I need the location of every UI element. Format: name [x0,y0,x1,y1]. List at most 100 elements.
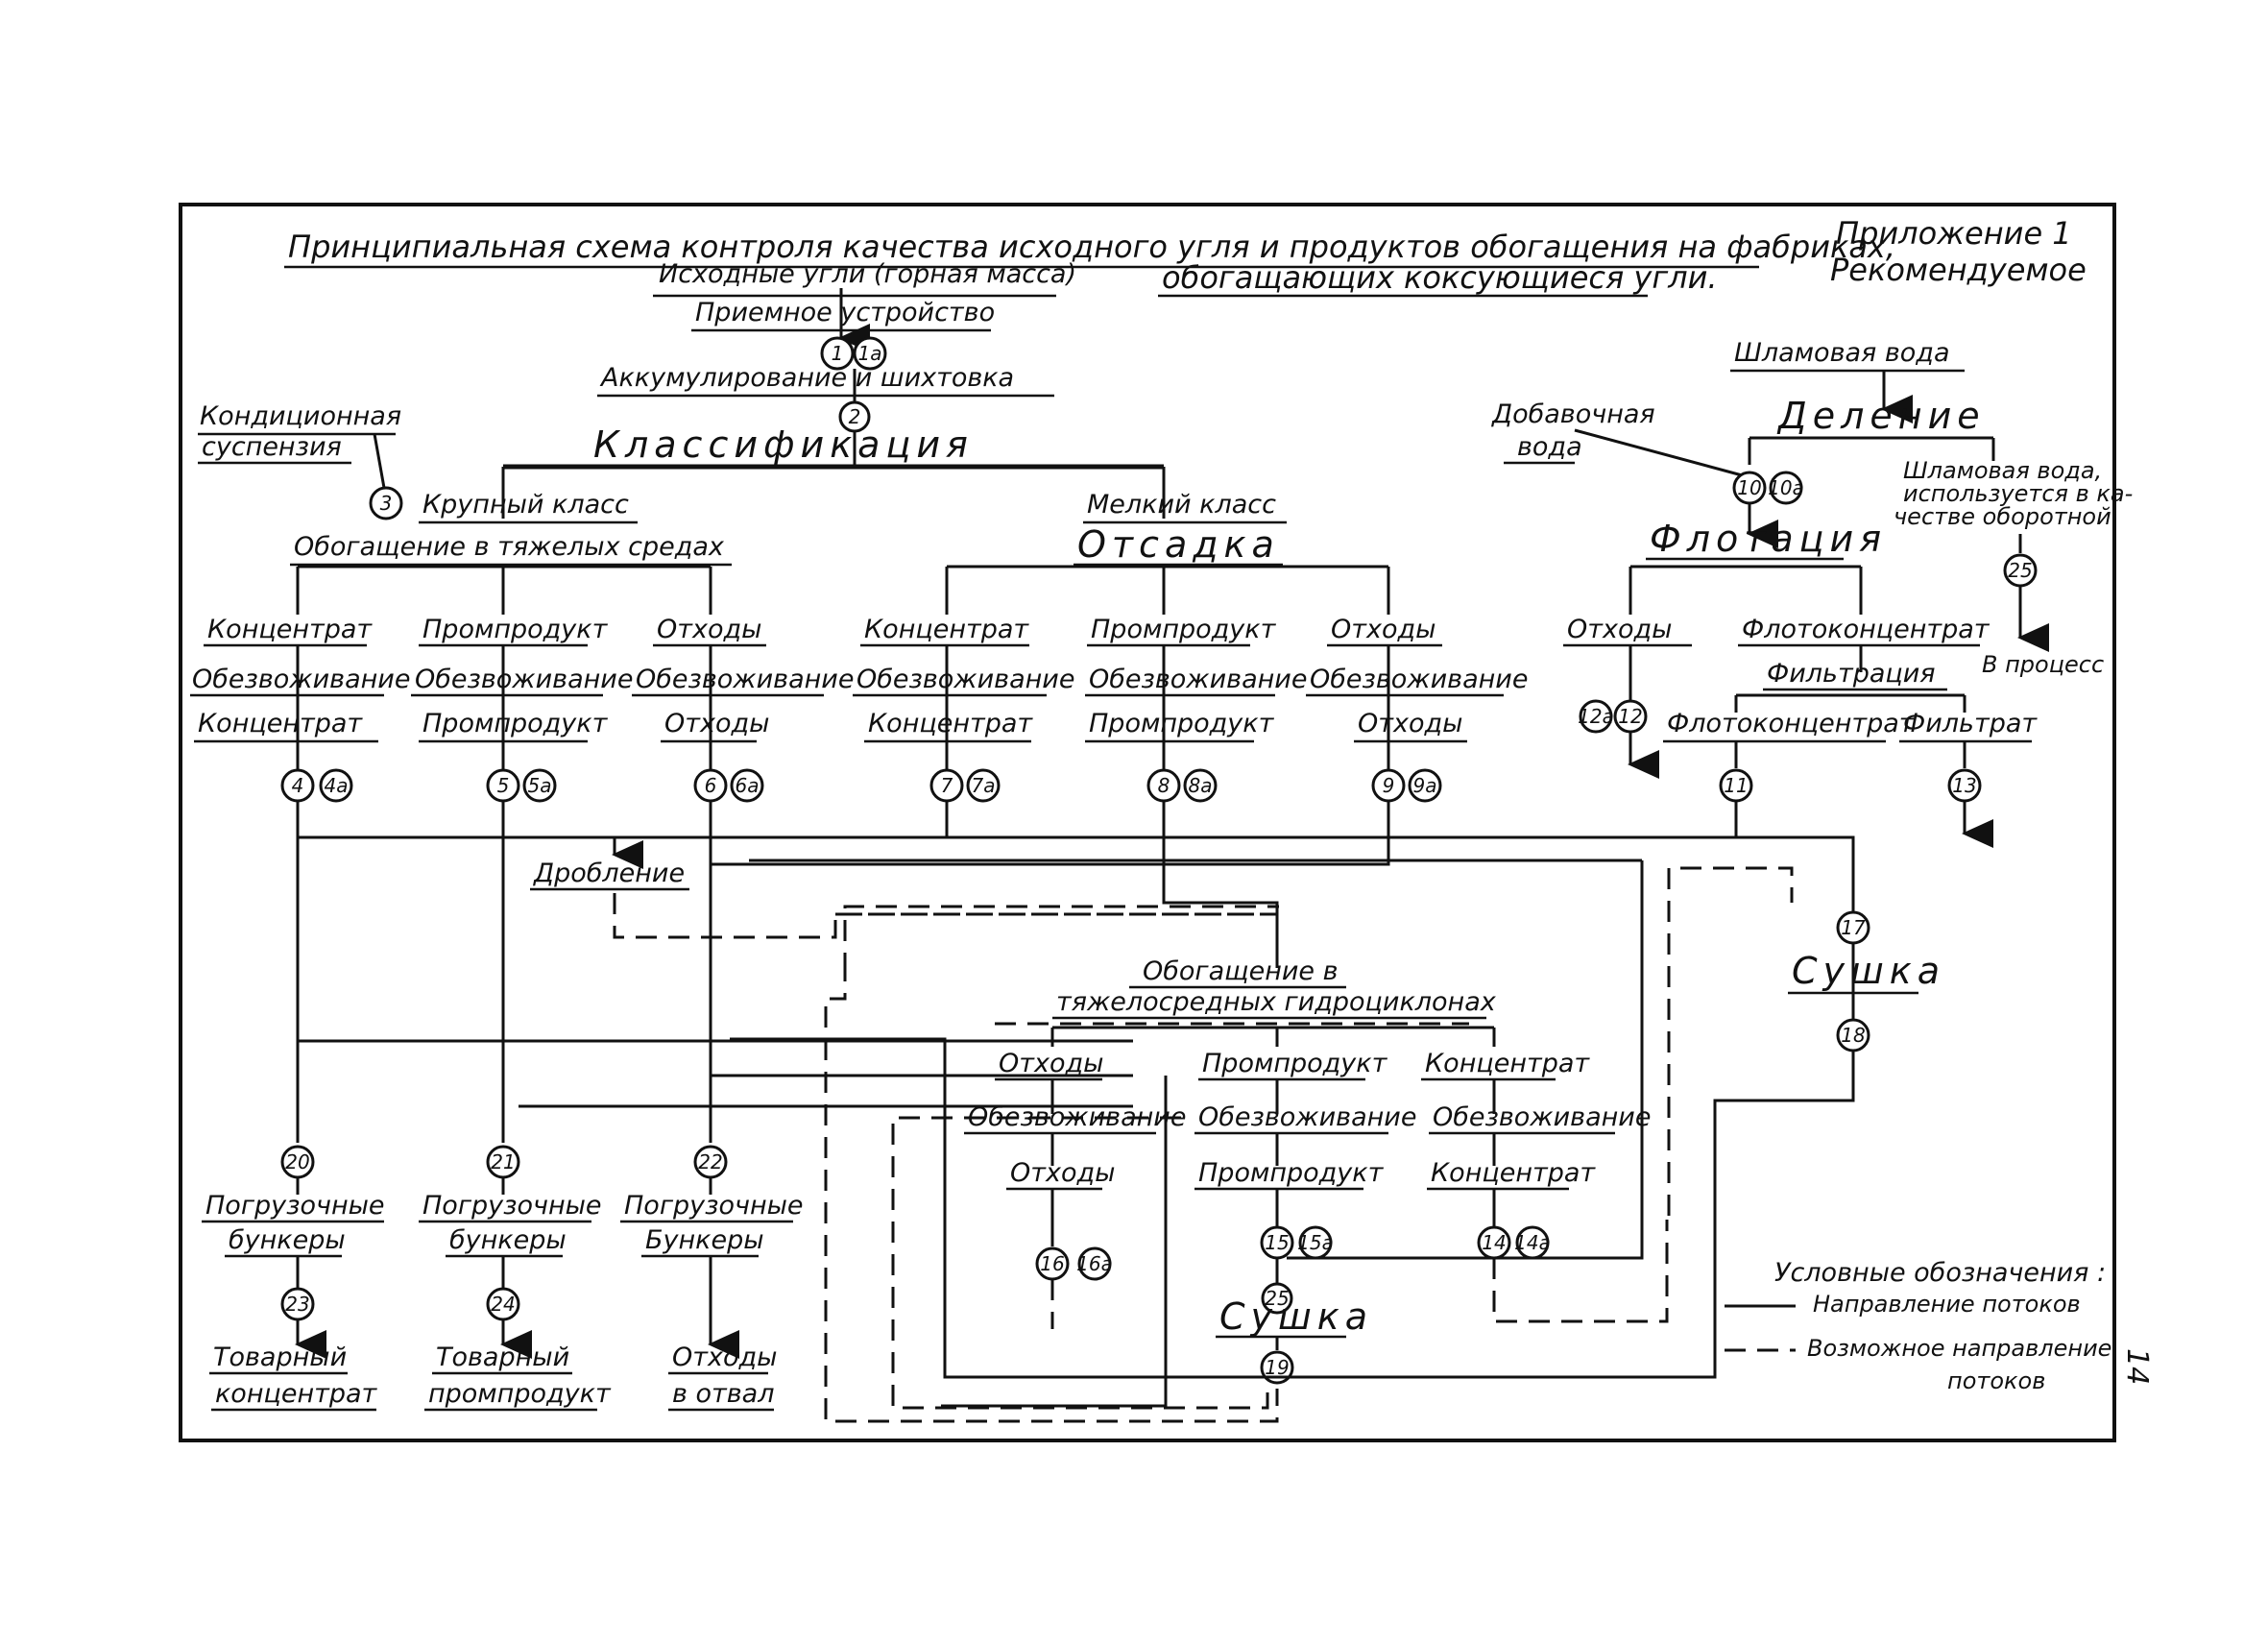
node-4a: 4а [319,768,353,803]
node-4: 4 [280,768,315,803]
accumulation-label: Аккумулирование и шихтовка [599,363,1014,393]
receiving-label: Приемное устройство [695,298,995,327]
hc-concentrate-output: Концентрат [1431,1158,1596,1188]
node-11: 11 [1719,768,1753,803]
node-3: 3 [369,486,403,520]
node-12a: 12а [1578,699,1614,734]
flotation-concentrate-label: Флотоконцентрат [1742,615,1991,644]
svg-text:20: 20 [285,1150,309,1173]
svg-text:16: 16 [1040,1252,1064,1275]
legend-dashed-label-1: Возможное направление [1807,1335,2111,1362]
bunker2-label-1: Погрузочные [422,1191,602,1221]
svg-text:10а: 10а [1768,476,1804,499]
node-12: 12 [1613,699,1648,734]
flotation-label: Флотация [1650,518,1887,560]
node-8: 8 [1146,768,1181,803]
to-process-label: В процесс [1982,651,2104,678]
svg-text:17: 17 [1841,916,1866,939]
node-14a: 14а [1514,1225,1551,1260]
col5-dewatering: Обезвоживание [1089,665,1307,694]
bunker3-label-2: Бункеры [645,1225,764,1255]
node-15a: 15а [1297,1225,1334,1260]
waste-label-1: Отходы [672,1343,777,1372]
bunker1-label-2: бункеры [229,1225,346,1255]
flotation-concentrate-2-label: Флотоконцентрат [1667,709,1916,738]
hc-concentrate-dewatering: Обезвоживание [1433,1102,1651,1132]
recycled-water-label-2: используется в ка- [1903,480,2133,507]
col1-output: Концентрат [198,709,363,738]
product1-label-1: Товарный [213,1343,347,1372]
hc-middlings-dewatering: Обезвоживание [1198,1102,1416,1132]
svg-text:6: 6 [705,774,717,797]
heavy-media-label: Обогащение в тяжелых средах [294,532,725,562]
col6-product: Отходы [1331,615,1436,644]
additional-water-label-2: вода [1517,432,1582,462]
filtration-label: Фильтрация [1767,659,1936,689]
svg-text:7а: 7а [972,774,996,797]
node-20: 20 [280,1145,315,1179]
node-9: 9 [1371,768,1406,803]
page-number: 14 [2120,1348,2154,1385]
suspension-label-2: суспензия [202,432,342,462]
recycled-water-label-1: Шламовая вода, [1903,457,2102,484]
filtrate-label: Фильтрат [1903,709,2038,738]
jigging-label: Отсадка [1077,523,1280,566]
svg-text:4: 4 [292,774,304,797]
hc-tailings-label: Отходы [999,1049,1103,1078]
svg-text:21: 21 [491,1150,515,1173]
col1-dewatering: Обезвоживание [192,665,410,694]
node-9a: 9а [1408,768,1442,803]
node-1a: 1а [853,336,887,371]
title-line-1: Принципиальная схема контроля качества и… [288,229,1895,265]
svg-text:8: 8 [1158,774,1170,797]
legend-title: Условные обозначения : [1774,1258,2106,1288]
svg-text:9а: 9а [1413,774,1437,797]
product2-label-1: Товарный [436,1343,569,1372]
recycled-water-label-3: честве оборотной [1894,503,2111,530]
svg-text:12: 12 [1618,705,1642,728]
division-label: Деление [1776,395,1986,437]
svg-text:1: 1 [832,342,844,365]
col2-output: Промпродукт [422,709,609,738]
flotation-tailings-label: Отходы [1567,615,1672,644]
node-14: 14 [1477,1225,1511,1260]
node-16a: 16а [1076,1246,1113,1281]
svg-text:5а: 5а [528,774,552,797]
node-21: 21 [486,1145,520,1179]
node-13: 13 [1947,768,1982,803]
appendix-label: Приложение 1 [1836,215,2072,252]
node-10: 10 [1732,471,1767,505]
hc-middlings-label: Промпродукт [1202,1049,1388,1078]
sludge-water-label: Шламовая вода [1734,338,1950,368]
svg-text:25: 25 [2008,559,2032,582]
col6-output: Отходы [1358,709,1462,738]
col2-product: Промпродукт [422,615,609,644]
col5-product: Промпродукт [1091,615,1277,644]
hydrocyclone-label-1: Обогащение в [1143,956,1339,986]
svg-text:16а: 16а [1076,1252,1113,1275]
drying-lower-label: Сушка [1219,1295,1373,1338]
node-22: 22 [693,1145,728,1179]
crushing-label: Дробление [533,859,685,888]
col2-dewatering: Обезвоживание [415,665,633,694]
col4-dewatering: Обезвоживание [857,665,1074,694]
node-19: 19 [1260,1350,1294,1385]
additional-water-label-1: Добавочная [1491,399,1655,429]
node-6: 6 [693,768,728,803]
svg-text:6а: 6а [736,774,760,797]
col4-output: Концентрат [868,709,1033,738]
title-line-2: обогащающих коксующиеся угли. [1162,259,1718,296]
col5-output: Промпродукт [1089,709,1275,738]
svg-text:3: 3 [380,492,393,515]
classification-label: Классификация [593,423,974,466]
node-7: 7 [929,768,964,803]
svg-text:24: 24 [491,1293,515,1316]
col1-product: Концентрат [207,615,373,644]
node-1: 1 [820,336,855,371]
svg-text:5: 5 [497,774,510,797]
svg-text:14: 14 [1482,1231,1506,1254]
svg-text:12а: 12а [1578,705,1614,728]
col3-product: Отходы [657,615,761,644]
appendix-status: Рекомендуемое [1830,252,2087,288]
